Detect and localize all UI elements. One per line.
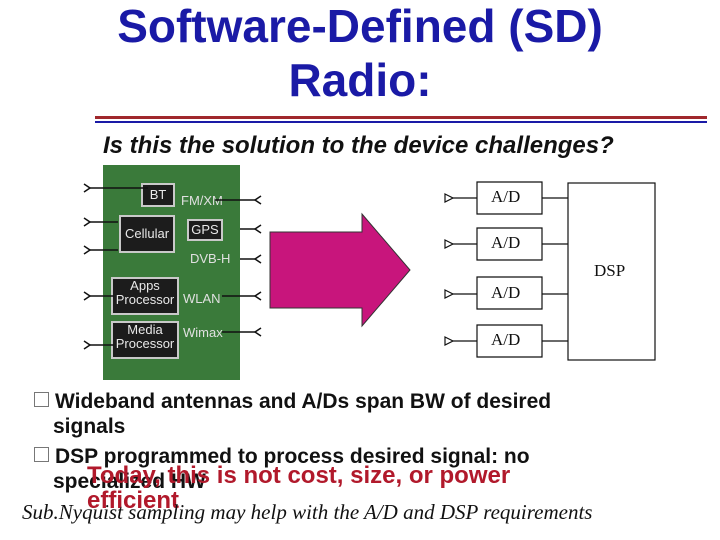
- transition-arrow: [269, 212, 411, 328]
- ad-chain: [444, 181, 656, 361]
- apps-label-1: Apps: [130, 278, 160, 293]
- fmxm-label: FM/XM: [181, 193, 223, 208]
- media-processor-chip: Media Processor: [111, 321, 179, 359]
- title-rule-red: [95, 116, 707, 119]
- dsp-label: DSP: [594, 261, 626, 280]
- bullet-1-line-1: Wideband antennas and A/Ds span BW of de…: [55, 390, 552, 413]
- bullet-2-line-1: DSP programmed to process desired signal…: [55, 445, 530, 468]
- bullet-1-cont: signals: [53, 415, 126, 438]
- bullet-1: Wideband antennas and A/Ds span BW of de…: [34, 390, 551, 414]
- highlight-line-1: Today, this is not cost, size, or power: [87, 462, 511, 489]
- bullet-box-icon: [34, 447, 49, 462]
- title-line-1: Software-Defined (SD): [117, 0, 603, 52]
- bt-label: BT: [149, 187, 167, 202]
- subtitle: Is this the solution to the device chall…: [103, 132, 614, 159]
- apps-label-2: Processor: [115, 291, 175, 307]
- cellular-label: Cellular: [124, 226, 170, 241]
- media-label-2: Processor: [115, 335, 175, 351]
- footnote: Sub.Nyquist sampling may help with the A…: [22, 500, 593, 524]
- bullet-2-cont: specialized HW: [53, 470, 206, 493]
- dvbh-label: DVB-H: [190, 251, 231, 266]
- cellular-chip: Cellular: [119, 215, 175, 253]
- ad-label-1: A/D: [491, 187, 521, 206]
- gps-label: GPS: [191, 222, 219, 237]
- apps-processor-chip: Apps Processor: [111, 277, 179, 315]
- title-rule-blue: [95, 121, 707, 123]
- bullet-box-icon: [34, 392, 49, 407]
- circuit-board-photo: BT FM/XM Cellular GPS DVB-H Apps Process…: [103, 165, 240, 380]
- bt-chip: BT: [141, 183, 175, 207]
- title-line-2: Radio:: [288, 54, 432, 106]
- wimax-label: Wimax: [183, 325, 223, 340]
- left-antennas: [83, 183, 262, 350]
- bullet-2: DSP programmed to process desired signal…: [34, 445, 530, 469]
- highlight-line-2: efficient: [87, 487, 180, 514]
- media-label-1: Media: [127, 322, 163, 337]
- gps-chip: GPS: [187, 219, 223, 241]
- wlan-label: WLAN: [183, 291, 221, 306]
- ad-label-4: A/D: [491, 330, 521, 349]
- ad-label-3: A/D: [491, 283, 521, 302]
- ad-label-2: A/D: [491, 233, 521, 252]
